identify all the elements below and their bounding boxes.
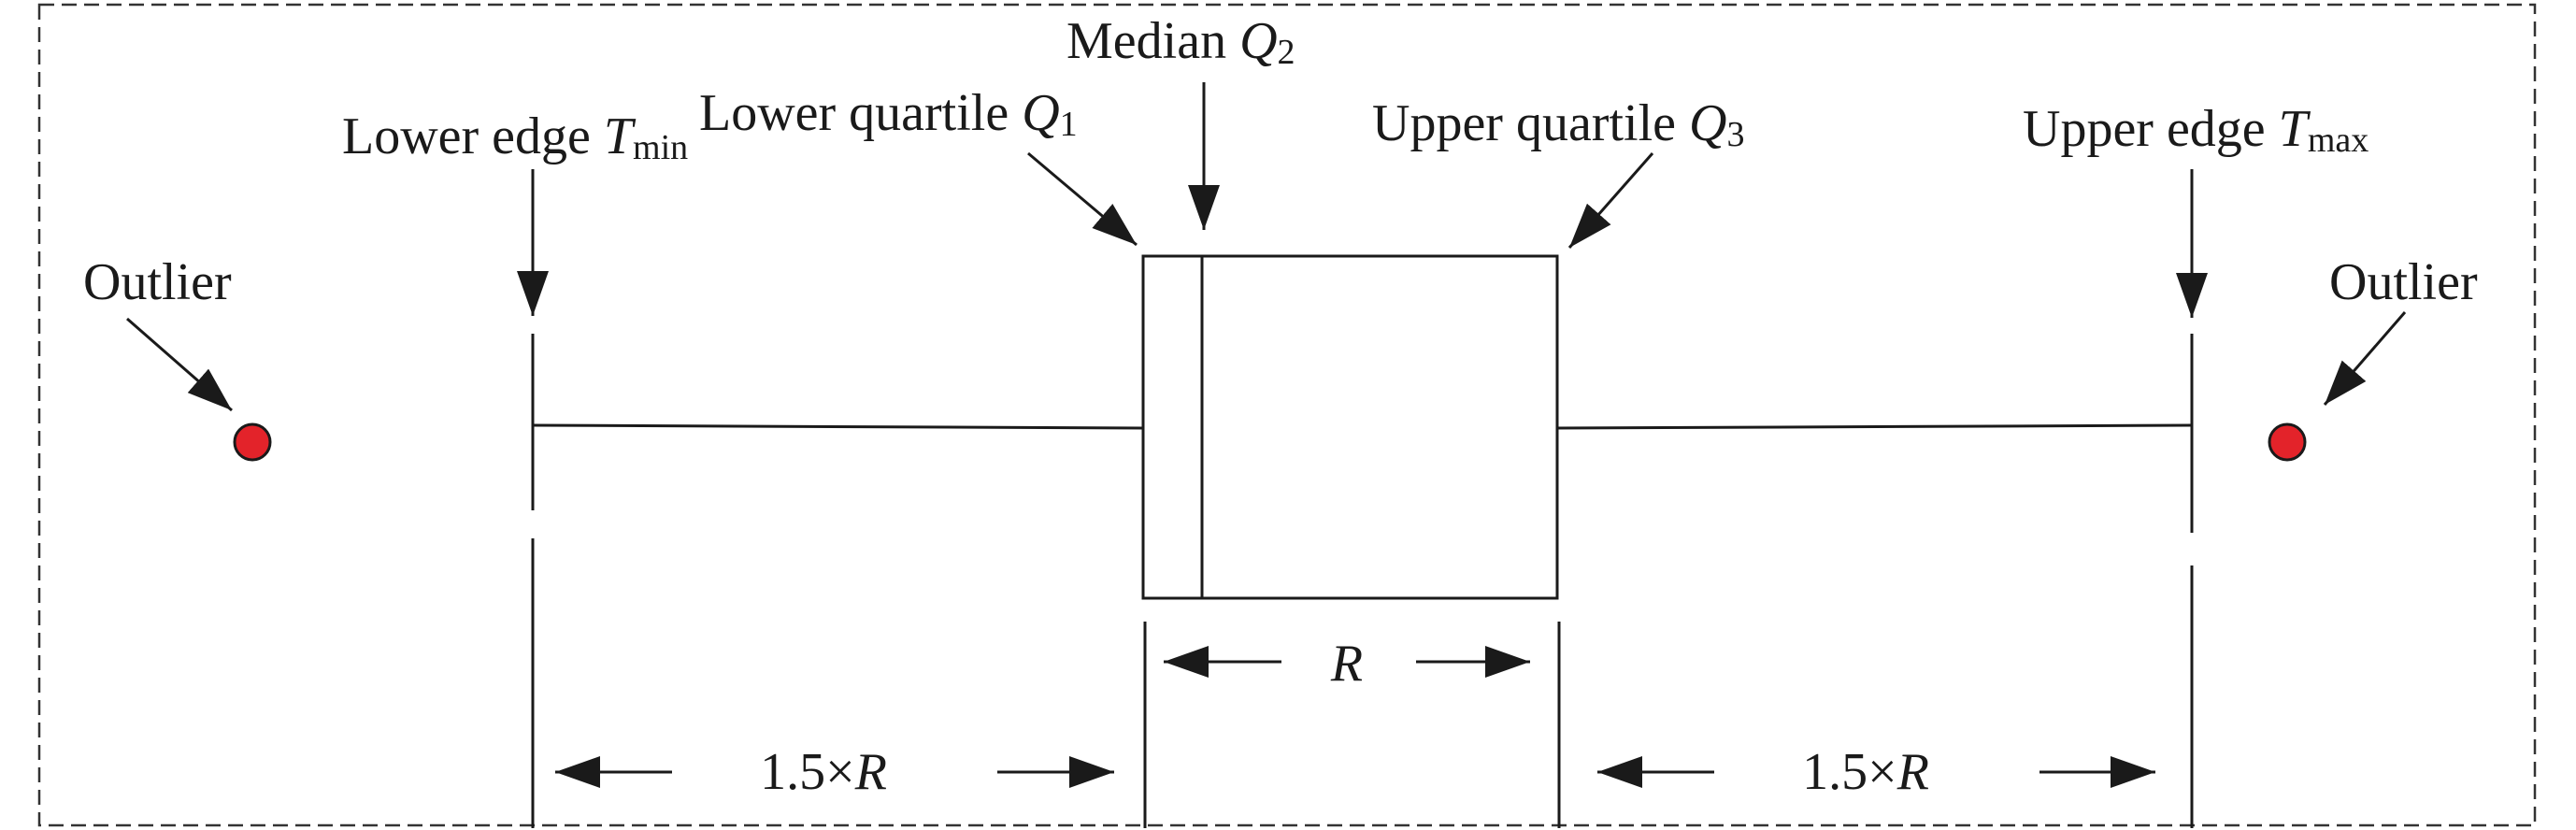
- outlier-right-arrow: [2323, 311, 2407, 406]
- dashed-border: [37, 3, 2537, 827]
- outlier-left-label: Outlier: [83, 253, 232, 311]
- left-range-label: 1.5×R: [760, 743, 887, 801]
- right-range-label: 1.5×R: [1802, 743, 1929, 801]
- lower-quartile-arrow: [1027, 151, 1138, 247]
- upper-quartile-label: Upper quartile Q3: [1372, 94, 1744, 154]
- outlier-point-left: [233, 422, 272, 462]
- lower-whisker-line: [532, 423, 1144, 430]
- outlier-left-arrow: [126, 317, 233, 412]
- outlier-right-label: Outlier: [2329, 253, 2478, 311]
- upper-quartile-arrow: [1567, 152, 1654, 249]
- lower-edge-label: Lower edge Tmin: [342, 107, 688, 167]
- lower-quartile-label: Lower quartile Q1: [699, 84, 1078, 144]
- iqr-label: R: [1330, 635, 1363, 693]
- upper-edge-label: Upper edge Tmax: [2023, 100, 2368, 160]
- upper-whisker-line: [1556, 423, 2193, 430]
- median-label: Median Q2: [1066, 12, 1295, 72]
- iqr-box: [1141, 254, 1559, 600]
- outlier-point-right: [2268, 422, 2307, 462]
